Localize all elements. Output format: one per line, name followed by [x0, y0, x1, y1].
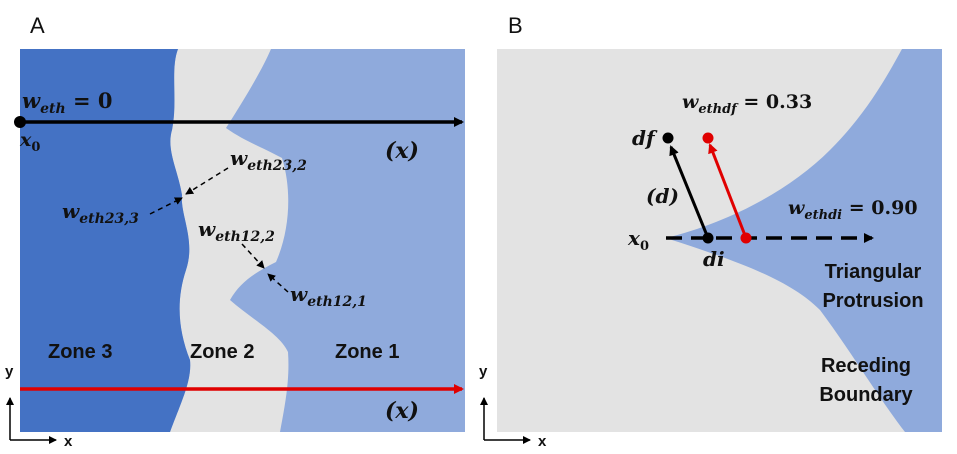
x-label-bottom: (x)	[385, 398, 419, 424]
w12-1-label: weth12,1	[290, 282, 367, 310]
zone3-label: Zone 3	[48, 341, 112, 363]
zone1-label: Zone 1	[335, 341, 399, 363]
red-start-dot	[740, 232, 752, 244]
w-ethdi-label: wethdi = 0.90	[788, 197, 918, 223]
arrow-w12-2	[241, 243, 265, 269]
black-displacement-arrow	[669, 145, 710, 239]
zone3-region	[20, 49, 191, 432]
axis-y-label-a: y	[5, 363, 14, 380]
panel-a-letter: A	[30, 13, 45, 38]
arrow-w23-3	[149, 197, 183, 215]
arrow-w12-1	[267, 273, 289, 293]
df-label: df	[632, 126, 658, 150]
receding-label-1: Receding	[821, 355, 911, 377]
triangular-label-1: Triangular	[825, 261, 922, 283]
triangular-label-2: Protrusion	[822, 290, 923, 312]
w23-3-label: weth23,3	[62, 199, 139, 227]
di-label: di	[703, 247, 725, 271]
axis-indicator-b: y x	[479, 363, 547, 450]
panel-b: B wethdf = 0.33 wethdi = 0.90 df (d) x0 …	[479, 13, 942, 450]
x0-label-b: x0	[627, 226, 649, 254]
axis-indicator-a: y x	[5, 363, 73, 450]
origin-dot	[14, 116, 26, 128]
red-displacement-arrow	[708, 143, 748, 239]
zone2-region	[170, 49, 289, 432]
axis-y-label-b: y	[479, 363, 488, 380]
axis-x-label-b: x	[538, 433, 547, 450]
protrusion-region	[666, 49, 942, 432]
df-dot	[662, 132, 674, 144]
x-label-top: (x)	[385, 138, 419, 164]
axis-x-label-a: x	[64, 433, 73, 450]
di-dot	[702, 232, 714, 244]
w12-2-label: weth12,2	[198, 217, 275, 245]
panel-b-letter: B	[508, 13, 523, 38]
d-label: (d)	[646, 184, 679, 208]
x0-label: x0	[19, 129, 40, 155]
receding-label-2: Boundary	[819, 384, 913, 406]
w-eth-zero-label: weth = 0	[22, 88, 112, 117]
red-end-dot	[702, 132, 714, 144]
zone2-label: Zone 2	[190, 341, 254, 363]
panel-a: A weth = 0 x0 (x) (x) weth23,2 weth23,3 …	[5, 13, 465, 450]
w23-2-label: weth23,2	[230, 146, 307, 174]
w-ethdf-label: wethdf = 0.33	[682, 91, 812, 117]
